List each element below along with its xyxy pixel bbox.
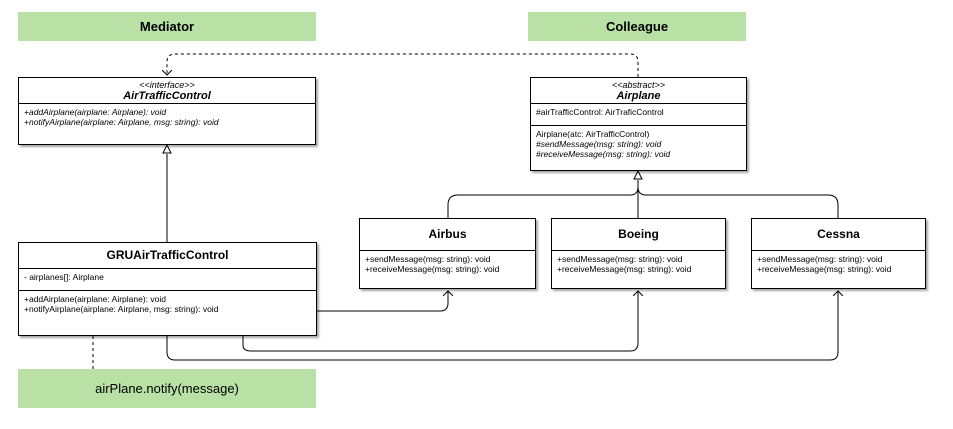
- interface-stereotype: <<interface>>: [139, 80, 195, 90]
- class-cessna[interactable]: Cessna +sendMessage(msg: string): void +…: [751, 218, 926, 289]
- realization-dependency: [167, 53, 639, 77]
- gru-method: +addAirplane(airplane: Airplane): void: [24, 294, 166, 304]
- note-notify-message: airPlane.notify(message): [18, 369, 316, 408]
- airbus-methods: +sendMessage(msg: string): void +receive…: [360, 251, 535, 277]
- colleague-label: Colleague: [528, 12, 746, 41]
- airbus-name: Airbus: [428, 227, 467, 241]
- class-airbus[interactable]: Airbus +sendMessage(msg: string): void +…: [359, 218, 536, 289]
- cessna-name: Cessna: [817, 227, 860, 241]
- association-cessna: [166, 291, 838, 361]
- inheritance-triangle-interface: [162, 143, 172, 154]
- cessna-method: +receiveMessage(msg: string): void: [757, 264, 892, 274]
- gru-attribute: - airplanes[]: Airplane: [24, 272, 104, 282]
- association-boeing: [242, 291, 638, 352]
- boeing-method: +sendMessage(msg: string): void: [557, 254, 683, 264]
- gru-class-name: GRUAirTrafficControl: [106, 248, 229, 262]
- abstract-method: Airplane(atc: AirTrafficControl): [536, 129, 650, 139]
- cessna-method: +sendMessage(msg: string): void: [757, 254, 883, 264]
- gru-attributes: - airplanes[]: Airplane: [19, 269, 316, 290]
- inheritance-triangle-airplane: [633, 169, 643, 180]
- interface-method: +addAirplane(airplane: Airplane): void: [24, 107, 167, 117]
- abstract-airplane[interactable]: <<abstract>> Airplane #airTrafficControl…: [530, 77, 747, 171]
- airbus-method: +sendMessage(msg: string): void: [365, 254, 491, 264]
- interface-method: +notifyAirplane(airplane: Airplane, msg:…: [24, 117, 219, 127]
- gru-method: +notifyAirplane(airplane: Airplane, msg:…: [24, 304, 219, 314]
- interface-methods: +addAirplane(airplane: Airplane): void +…: [19, 104, 315, 130]
- interface-air-traffic-control[interactable]: <<interface>> AirTrafficControl +addAirp…: [18, 77, 316, 145]
- inheritance-airbus: [447, 180, 639, 218]
- association-airbus: [317, 291, 448, 312]
- mediator-label: Mediator: [18, 12, 316, 41]
- class-gru-air-traffic-control[interactable]: GRUAirTrafficControl - airplanes[]: Airp…: [18, 242, 317, 336]
- boeing-method: +receiveMessage(msg: string): void: [557, 264, 692, 274]
- cessna-methods: +sendMessage(msg: string): void +receive…: [752, 251, 925, 277]
- gru-methods: +addAirplane(airplane: Airplane): void +…: [19, 290, 316, 317]
- abstract-name: Airplane: [616, 90, 661, 102]
- class-boeing[interactable]: Boeing +sendMessage(msg: string): void +…: [551, 218, 726, 289]
- abstract-attributes: #airTrafficControl: AirTraficControl: [531, 104, 746, 125]
- boeing-methods: +sendMessage(msg: string): void +receive…: [552, 251, 725, 277]
- boeing-name: Boeing: [618, 227, 659, 241]
- inheritance-cessna: [637, 186, 839, 218]
- abstract-method: #sendMessage(msg: string): void: [536, 139, 662, 149]
- airbus-method: +receiveMessage(msg: string): void: [365, 264, 500, 274]
- abstract-method: #receiveMessage(msg: string): void: [536, 149, 671, 159]
- abstract-attribute: #airTrafficControl: AirTraficControl: [536, 107, 664, 117]
- interface-name: AirTrafficControl: [123, 90, 211, 102]
- abstract-stereotype: <<abstract>>: [611, 80, 666, 90]
- abstract-methods: Airplane(atc: AirTrafficControl) #sendMe…: [531, 125, 746, 162]
